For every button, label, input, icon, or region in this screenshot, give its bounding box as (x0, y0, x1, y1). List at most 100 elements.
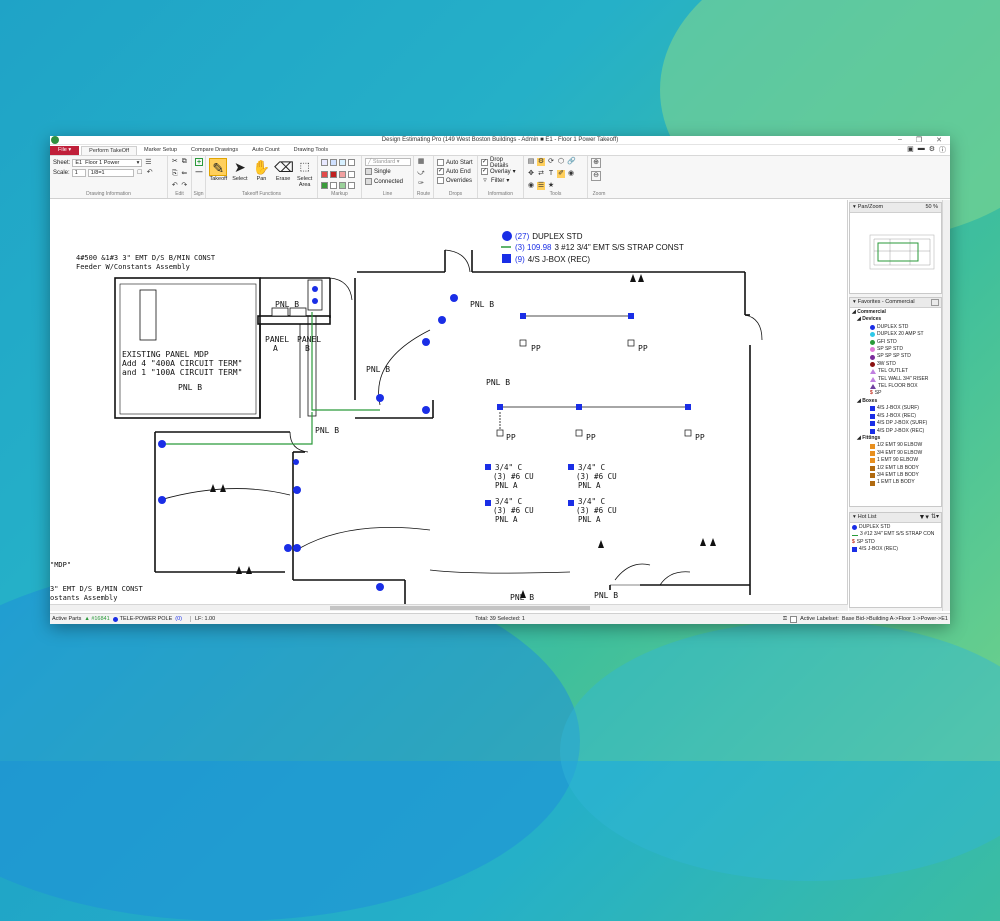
zoom-percent[interactable]: 50 % (925, 204, 938, 210)
lock-icon[interactable]: ⚿ (782, 615, 788, 622)
drop-details-checkbox[interactable]: ✓Drop Details (481, 157, 520, 169)
favorite-device-item[interactable]: GFI STD (870, 339, 939, 346)
select-area-button[interactable]: ⬚ Select Area (295, 158, 314, 190)
tab-auto-count[interactable]: Auto Count (252, 147, 280, 153)
hot-list-item[interactable]: DUPLEX STD (852, 524, 939, 531)
favorite-device-item[interactable]: SP SP STD (870, 346, 939, 353)
collapse-icon[interactable]: ▾ (853, 204, 856, 210)
hot-list-item[interactable]: 3 #12 3/4" EMT S/S STRAP CON (852, 531, 939, 538)
favorite-fitting-item[interactable]: 3/4 EMT 90 ELBOW (870, 450, 939, 457)
favorite-device-item[interactable]: $SP (870, 390, 939, 397)
file-menu-button[interactable]: File ▾ (50, 146, 80, 155)
tree-node-boxes[interactable]: ◢ Boxes (857, 397, 878, 404)
route-box-icon[interactable]: ▦ (417, 158, 425, 165)
scale-tool-icon[interactable]: □ (137, 168, 142, 176)
tool-align-icon[interactable]: ▤ (527, 158, 535, 166)
pan-zoom-thumbnail[interactable] (850, 213, 941, 293)
tab-drawing-tools[interactable]: Drawing Tools (293, 147, 329, 153)
markup-line-icon[interactable] (330, 182, 337, 190)
tool-shape-icon[interactable]: ⬡ (557, 158, 565, 166)
markup-stamp-icon[interactable] (348, 170, 355, 178)
markup-symbol-icon[interactable] (348, 182, 355, 190)
tool-layers-icon[interactable]: ◉ (567, 170, 575, 177)
sheet-list-icon[interactable]: ☰ (145, 158, 152, 166)
tab-marker-setup[interactable]: Marker Setup (144, 147, 178, 153)
route-path-icon[interactable]: ⤻ (417, 169, 425, 176)
markup-red-icon[interactable] (321, 170, 328, 178)
tool-move-icon[interactable]: ✥ (528, 170, 534, 177)
undo-scale-icon[interactable]: ↶ (146, 168, 153, 176)
takeoff-button[interactable]: ✎ Takeoff (209, 158, 228, 190)
markup-green-icon[interactable] (321, 182, 328, 190)
filter-icon[interactable]: ▼▾ (918, 514, 929, 521)
tree-node-fittings[interactable]: ◢ Fittings (857, 434, 881, 441)
tool-list-icon[interactable]: ☰ (537, 181, 545, 190)
favorite-device-item[interactable]: TEL OUTLET (870, 368, 939, 375)
erase-button[interactable]: ⌫ Erase (274, 158, 294, 190)
tool-star-icon[interactable]: ★ (547, 181, 555, 189)
layout-icon[interactable]: ▣ (907, 146, 914, 153)
tool-measure-icon[interactable]: ⇄ (538, 170, 544, 177)
favorite-device-item[interactable]: SP SP SP STD (870, 353, 939, 360)
sheet-select[interactable]: E1 Floor 1 Power ▾ (72, 158, 143, 167)
copy-icon[interactable]: ⧉ (181, 158, 187, 166)
markup-highlight-icon[interactable] (330, 170, 337, 178)
tool-ruler-icon[interactable]: ✐ (557, 170, 565, 178)
favorite-fitting-item[interactable]: 1 EMT LB BODY (870, 479, 939, 486)
scale-number-select[interactable]: 1 (71, 168, 86, 177)
minus-sign-icon[interactable]: — (195, 169, 203, 176)
favorite-box-item[interactable]: 4/S J-BOX (REC) (870, 413, 939, 420)
tool-magnet-icon[interactable]: ⚙ (537, 158, 545, 167)
favorite-device-item[interactable]: TEL FLOOR BOX (870, 383, 939, 390)
favorite-box-item[interactable]: 4/S DP J-BOX (REC) (870, 428, 939, 435)
tab-perform-takeoff[interactable]: Perform TakeOff (81, 146, 137, 155)
favorite-fitting-item[interactable]: 1 EMT 90 ELBOW (870, 457, 939, 464)
tool-text-icon[interactable]: T (548, 170, 554, 177)
favorite-box-item[interactable]: 4/S DP J-BOX (SURF) (870, 420, 939, 427)
restore-icon[interactable]: ❐ (915, 137, 923, 144)
tool-rotate-icon[interactable]: ⟳ (548, 158, 554, 166)
line-single-option[interactable]: Single (365, 167, 410, 176)
delete-icon[interactable]: ⇐ (181, 170, 188, 177)
scale-ratio-select[interactable]: 1/8=1 (87, 168, 134, 177)
sort-icon[interactable]: ⇅▾ (930, 514, 939, 520)
paste-icon[interactable]: ⎘ (171, 170, 178, 177)
tool-link-icon[interactable]: 🔗 (567, 158, 576, 166)
overlay-checkbox[interactable]: ✓Overlay ▾ (481, 167, 520, 176)
favorite-box-item[interactable]: 4/S J-BOX (SURF) (870, 405, 939, 412)
close-icon[interactable]: ✕ (936, 137, 942, 144)
collapse-icon[interactable]: ▾ (853, 299, 856, 305)
markup-box-icon[interactable] (330, 158, 337, 166)
markup-grid-icon[interactable] (348, 158, 355, 166)
horizontal-scroll-thumb[interactable] (330, 606, 590, 610)
favorite-fitting-item[interactable]: 1/2 EMT 90 ELBOW (870, 442, 939, 449)
info-icon[interactable]: ⓘ (939, 147, 946, 154)
zoom-out-icon[interactable]: ⊖ (591, 171, 601, 181)
collapse-icon[interactable]: ▾ (853, 514, 856, 520)
settings-gear-icon[interactable]: ⚙ (928, 146, 935, 153)
markup-cloud-icon[interactable] (339, 158, 346, 166)
minimize-ribbon-icon[interactable]: ▬ (917, 145, 925, 152)
hot-list-item[interactable]: 4/S J-BOX (REC) (852, 546, 939, 553)
zoom-in-icon[interactable]: ⊕ (591, 158, 601, 168)
auto-start-checkbox[interactable]: Auto Start (437, 158, 474, 167)
filter-dropdown[interactable]: ▿Filter ▾ (481, 176, 520, 185)
overrides-checkbox[interactable]: Overrides (437, 176, 474, 185)
active-labelset-checkbox[interactable] (790, 615, 798, 623)
pan-button[interactable]: ✋ Pan (252, 158, 271, 190)
redo-icon[interactable]: ↷ (181, 181, 188, 189)
minimize-icon[interactable]: – (897, 136, 902, 143)
route-pen-icon[interactable]: ✑ (418, 180, 424, 187)
favorite-device-item[interactable]: 3W STD (870, 361, 939, 368)
tab-compare-drawings[interactable]: Compare Drawings (191, 147, 239, 153)
markup-arrow-icon[interactable] (339, 170, 346, 178)
select-button[interactable]: ➤ Select (231, 158, 250, 190)
line-connected-option[interactable]: Connected (365, 177, 410, 186)
markup-text-icon[interactable] (321, 158, 328, 166)
plus-sign-icon[interactable]: + (195, 158, 203, 166)
cut-icon[interactable]: ✂ (171, 158, 178, 166)
tree-node-devices[interactable]: ◢ Devices (857, 316, 882, 323)
vertical-scrollbar[interactable] (942, 200, 950, 611)
favorite-fitting-item[interactable]: 3/4 EMT LB BODY (870, 472, 939, 479)
